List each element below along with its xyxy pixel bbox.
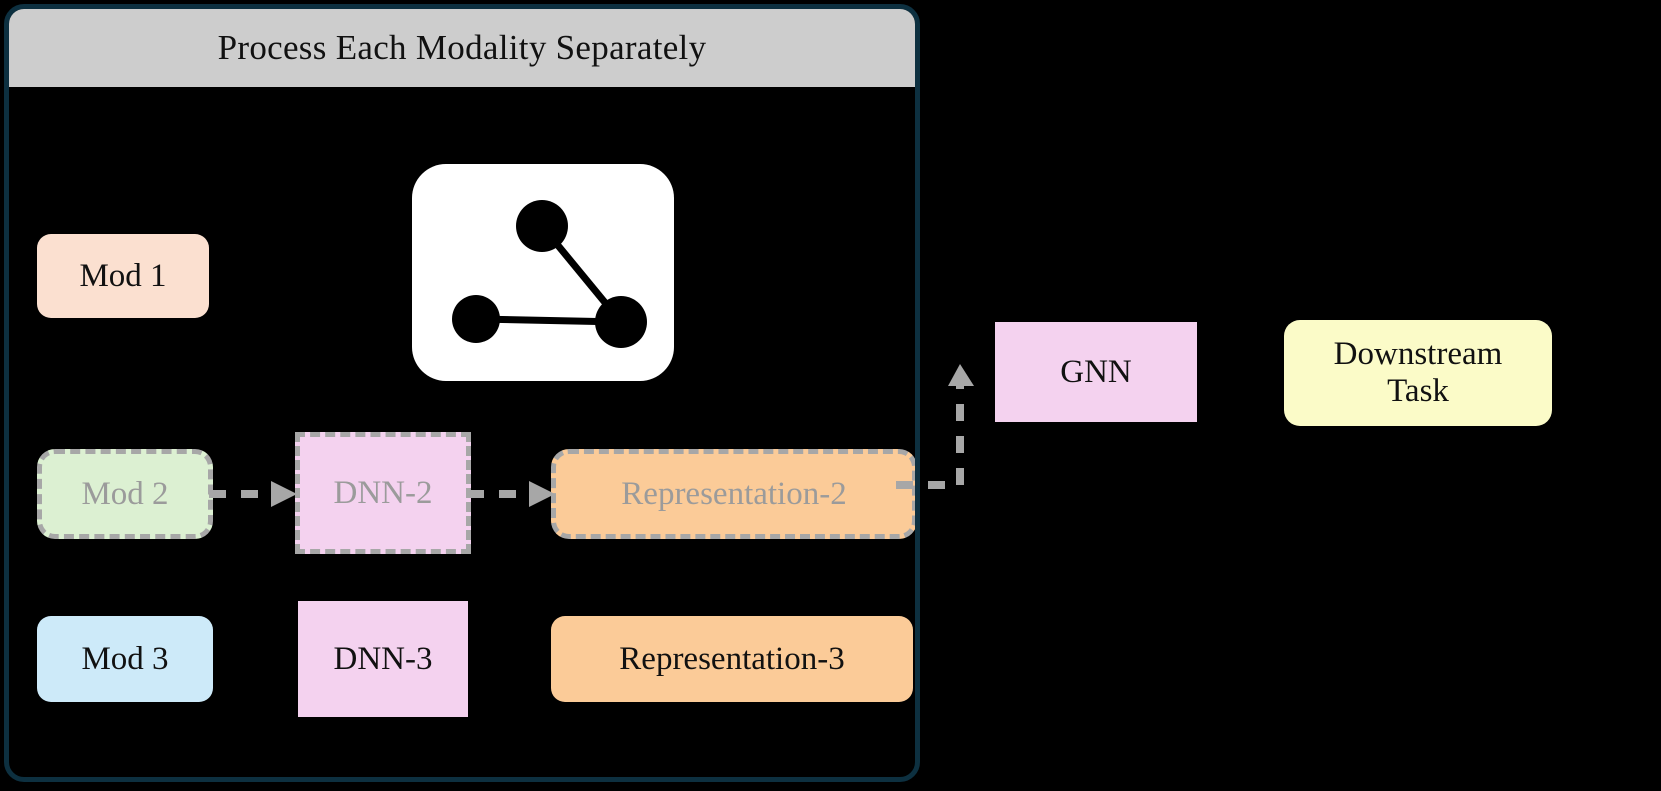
panel-title: Process Each Modality Separately — [9, 9, 915, 87]
node-dnn-2[interactable]: DNN-2 — [295, 432, 471, 554]
node-mod-1[interactable]: Mod 1 — [37, 234, 209, 318]
node-representation-2[interactable]: Representation-2 — [551, 449, 915, 539]
node-gnn[interactable]: GNN — [995, 322, 1197, 422]
node-mod-2[interactable]: Mod 2 — [37, 449, 213, 539]
node-dnn-3[interactable]: DNN-3 — [298, 601, 468, 717]
process-each-modality-panel: Process Each Modality Separately Mod 1 M… — [4, 4, 920, 782]
connector-mod2-to-dnn2 — [209, 474, 301, 514]
node-downstream-task[interactable]: Downstream Task — [1284, 320, 1552, 426]
node-representation-3[interactable]: Representation-3 — [551, 616, 913, 702]
node-mod-3[interactable]: Mod 3 — [37, 616, 213, 702]
connector-dnn2-to-rep2 — [467, 474, 559, 514]
graph-nodes-icon — [412, 164, 674, 381]
